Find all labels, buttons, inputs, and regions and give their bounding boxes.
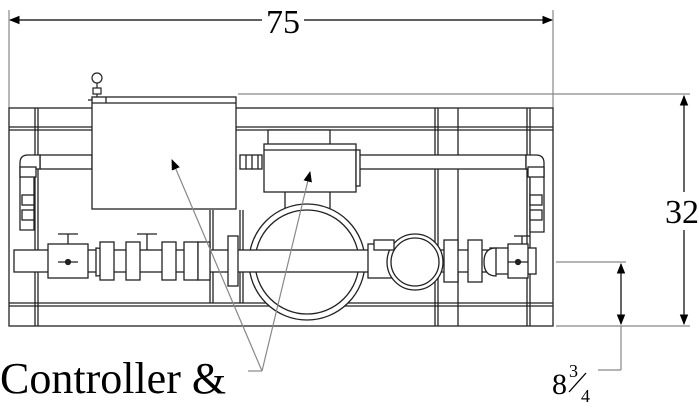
svg-text:3: 3 <box>569 361 578 381</box>
lower-height-dimension-label: 8 3 4 <box>552 361 590 406</box>
upper-piping <box>19 154 545 233</box>
width-dimension-label: 75 <box>266 4 300 41</box>
svg-text:8: 8 <box>552 368 567 401</box>
valve-group <box>47 233 530 291</box>
controller-enclosure <box>88 96 237 210</box>
height-dimension-label: 32 <box>665 194 699 231</box>
pump-assembly <box>239 129 366 321</box>
callout-leaders <box>171 159 312 372</box>
lower-height-dimension <box>556 261 626 371</box>
svg-text:4: 4 <box>581 386 590 406</box>
controller-callout-label: Controller & <box>0 354 226 403</box>
gauge-icon <box>91 72 103 97</box>
